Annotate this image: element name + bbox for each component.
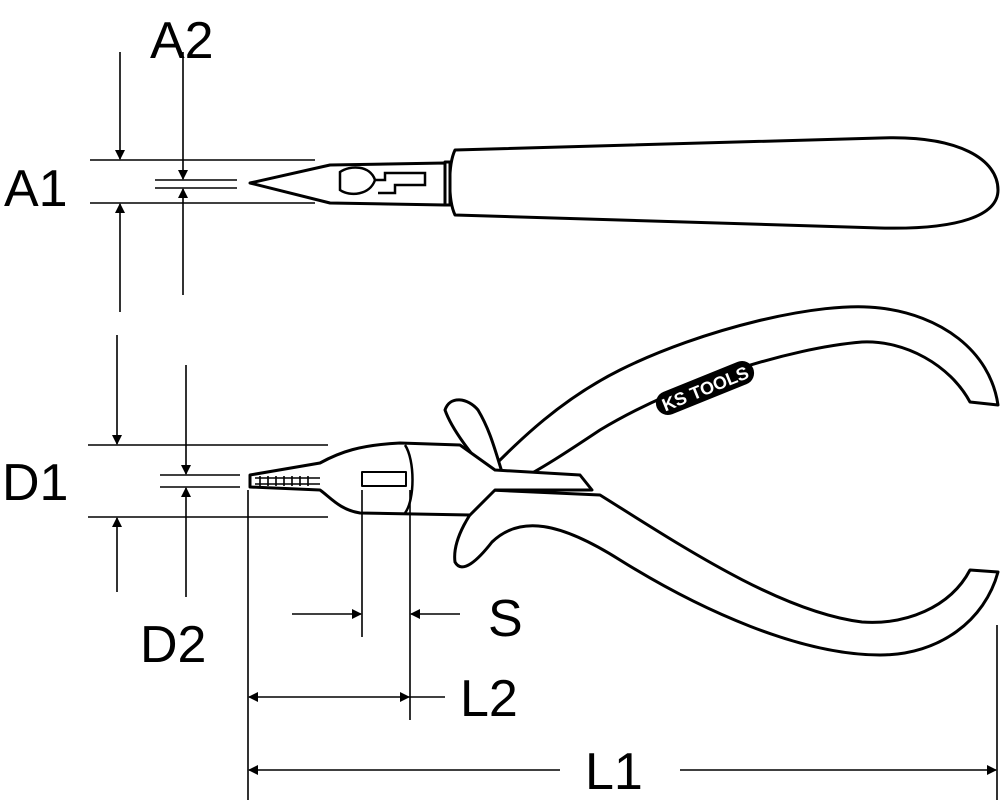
top-view-pliers bbox=[248, 136, 1000, 230]
label-a2: A2 bbox=[150, 12, 214, 70]
dimension-lines bbox=[88, 52, 998, 800]
label-s: S bbox=[488, 590, 523, 648]
label-d1: D1 bbox=[2, 454, 68, 512]
label-l2: L2 bbox=[460, 670, 518, 728]
label-a1: A1 bbox=[4, 160, 68, 218]
label-d2: D2 bbox=[140, 616, 206, 674]
label-l1: L1 bbox=[585, 743, 643, 801]
